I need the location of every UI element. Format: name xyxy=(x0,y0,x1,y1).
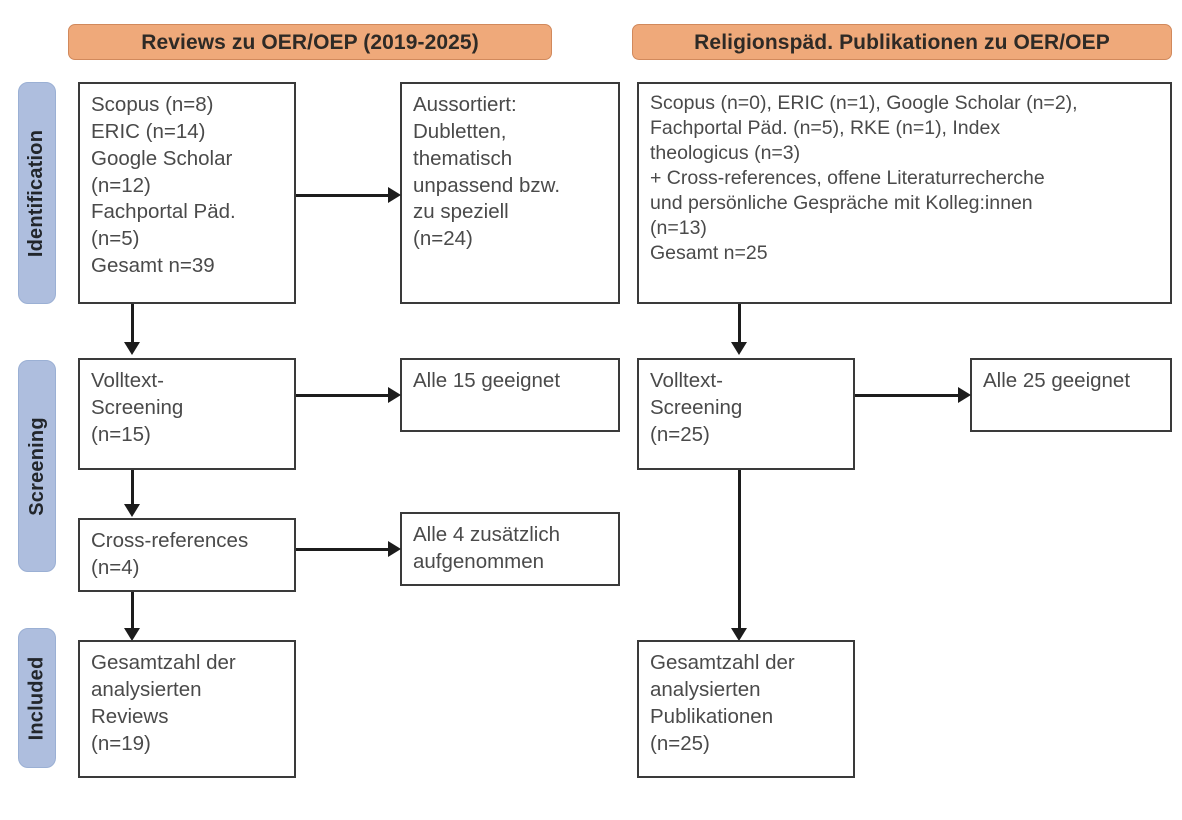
connector-right-screening-to-result xyxy=(855,394,958,397)
connector-left-sources-to-screening xyxy=(131,304,134,346)
right-column-header: Religionspäd. Publikationen zu OER/OEP xyxy=(632,24,1172,60)
stage-label-included: Included xyxy=(25,656,48,740)
arrowhead-left-sources-to-excluded xyxy=(388,187,401,203)
connector-left-screening-to-crossrefs xyxy=(131,470,134,508)
stage-label-screening: Screening xyxy=(25,416,48,516)
arrowhead-right-screening-to-included xyxy=(731,628,747,641)
left-included-total-box: Gesamtzahl der analysierten Reviews (n=1… xyxy=(78,640,296,778)
arrowhead-left-screening-to-crossrefs xyxy=(124,504,140,517)
arrowhead-right-screening-to-result xyxy=(958,387,971,403)
left-column-header: Reviews zu OER/OEP (2019-2025) xyxy=(68,24,552,60)
left-cross-references-result-box: Alle 4 zusätzlich aufgenommen xyxy=(400,512,620,586)
connector-right-sources-to-screening xyxy=(738,304,741,346)
arrowhead-right-sources-to-screening xyxy=(731,342,747,355)
connector-left-crossrefs-to-result xyxy=(296,548,388,551)
arrowhead-left-crossrefs-to-result xyxy=(388,541,401,557)
right-fulltext-screening-box: Volltext- Screening (n=25) xyxy=(637,358,855,470)
stage-label-identification: Identification xyxy=(25,129,48,257)
left-excluded-box: Aussortiert: Dubletten, thematisch unpas… xyxy=(400,82,620,304)
left-screening-result-box: Alle 15 geeignet xyxy=(400,358,620,432)
connector-left-crossrefs-to-included xyxy=(131,592,134,632)
arrowhead-left-sources-to-screening xyxy=(124,342,140,355)
left-identification-sources-box: Scopus (n=8) ERIC (n=14) Google Scholar … xyxy=(78,82,296,304)
connector-right-screening-to-included xyxy=(738,470,741,630)
right-screening-result-box: Alle 25 geeignet xyxy=(970,358,1172,432)
right-included-total-box: Gesamtzahl der analysierten Publikatione… xyxy=(637,640,855,778)
arrowhead-left-screening-to-result xyxy=(388,387,401,403)
right-identification-sources-box: Scopus (n=0), ERIC (n=1), Google Scholar… xyxy=(637,82,1172,304)
left-cross-references-box: Cross-references (n=4) xyxy=(78,518,296,592)
stage-pill-screening: Screening xyxy=(18,360,56,572)
stage-pill-identification: Identification xyxy=(18,82,56,304)
stage-pill-included: Included xyxy=(18,628,56,768)
connector-left-screening-to-result xyxy=(296,394,388,397)
left-fulltext-screening-box: Volltext- Screening (n=15) xyxy=(78,358,296,470)
arrowhead-left-crossrefs-to-included xyxy=(124,628,140,641)
connector-left-sources-to-excluded xyxy=(296,194,388,197)
